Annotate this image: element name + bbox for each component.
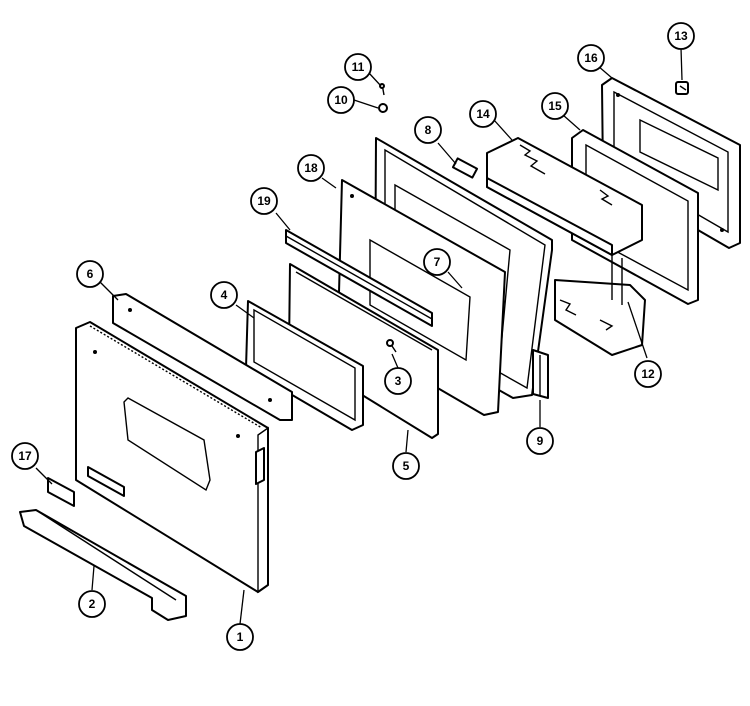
callout-label: 1 bbox=[237, 630, 244, 644]
callout-label: 15 bbox=[548, 99, 562, 113]
callout-8: 8 bbox=[414, 116, 442, 144]
callout-15: 15 bbox=[541, 92, 569, 120]
part-3-screw bbox=[386, 339, 397, 353]
callout-1: 1 bbox=[226, 623, 254, 651]
callout-14: 14 bbox=[469, 100, 497, 128]
part-9-hinge bbox=[532, 349, 549, 399]
part-6-top-strip bbox=[112, 293, 293, 421]
callout-label: 12 bbox=[641, 367, 655, 381]
callout-4: 4 bbox=[210, 281, 238, 309]
callout-2: 2 bbox=[78, 590, 106, 618]
callout-17: 17 bbox=[11, 442, 39, 470]
callout-label: 6 bbox=[87, 267, 94, 281]
callout-label: 16 bbox=[584, 51, 598, 65]
callout-label: 4 bbox=[221, 288, 228, 302]
callout-11: 11 bbox=[344, 53, 372, 81]
callout-label: 9 bbox=[537, 434, 544, 448]
part-16-rear-frame bbox=[601, 77, 741, 249]
part-14-insulation bbox=[486, 137, 646, 356]
callout-label: 7 bbox=[434, 255, 441, 269]
part-10-washer bbox=[378, 103, 388, 113]
callout-13: 13 bbox=[667, 22, 695, 50]
callout-label: 5 bbox=[403, 459, 410, 473]
leader-lines bbox=[35, 47, 683, 625]
callout-18: 18 bbox=[297, 154, 325, 182]
part-11-pin bbox=[379, 83, 385, 96]
callout-label: 10 bbox=[334, 93, 348, 107]
callout-label: 11 bbox=[352, 60, 365, 74]
callout-label: 13 bbox=[674, 29, 688, 43]
callout-12: 12 bbox=[634, 360, 662, 388]
part-4-window-frame bbox=[245, 300, 364, 431]
callout-7: 7 bbox=[423, 248, 451, 276]
part-19-channel bbox=[285, 229, 433, 327]
callout-5: 5 bbox=[392, 452, 420, 480]
part-17-nameplate bbox=[47, 477, 75, 507]
callout-label: 8 bbox=[425, 123, 432, 137]
callout-6: 6 bbox=[76, 260, 104, 288]
part-13-clip bbox=[675, 81, 689, 95]
callout-16: 16 bbox=[577, 44, 605, 72]
callout-9: 9 bbox=[526, 427, 554, 455]
callout-19: 19 bbox=[250, 187, 278, 215]
callout-label: 18 bbox=[304, 161, 318, 175]
callout-label: 19 bbox=[257, 194, 271, 208]
part-1-outer-door bbox=[75, 321, 269, 594]
callout-label: 14 bbox=[476, 107, 490, 121]
part-12-rod bbox=[611, 252, 623, 305]
part-2-handle bbox=[19, 509, 187, 621]
callout-3: 3 bbox=[384, 367, 412, 395]
callout-10: 10 bbox=[327, 86, 355, 114]
callout-label: 3 bbox=[395, 374, 402, 388]
callout-label: 17 bbox=[18, 449, 32, 463]
callout-label: 2 bbox=[89, 597, 96, 611]
